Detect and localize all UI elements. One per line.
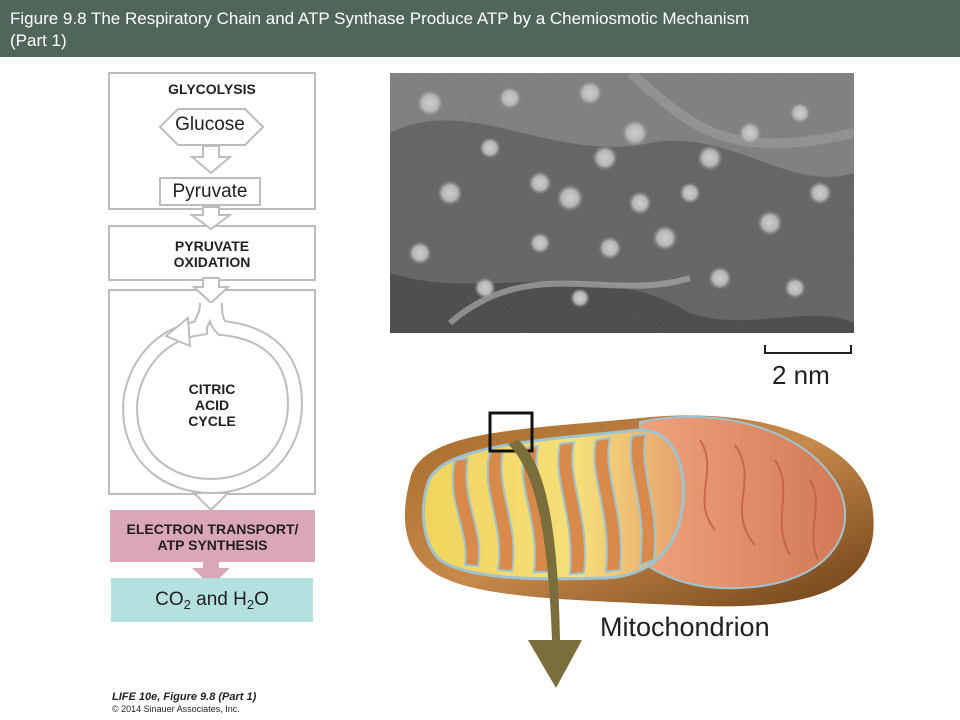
glucose-hexagon (158, 108, 265, 146)
electron-transport-box (110, 510, 315, 562)
credit-title: LIFE 10e, Figure 9.8 (Part 1) (112, 691, 257, 703)
scale-bar (764, 345, 852, 354)
glucose-node: Glucose (155, 108, 265, 146)
micrograph-image (390, 73, 854, 333)
glucose-label: Glucose (175, 114, 245, 135)
title-bar: Figure 9.8 The Respiratory Chain and ATP… (0, 0, 960, 57)
arrow-glucose-pyruvate (189, 145, 233, 175)
figure-credit: LIFE 10e, Figure 9.8 (Part 1) © 2014 Sin… (112, 691, 256, 715)
arrow-glycolysis-oxidation (188, 206, 234, 231)
pyruvate-box: Pyruvate (159, 177, 261, 206)
products-label: CO2 and H2O (155, 589, 269, 612)
inset-square (488, 411, 534, 453)
electron-transport-label: ELECTRON TRANSPORT/ ATP SYNTHESIS (126, 521, 299, 553)
glycolysis-label: GLYCOLYSIS (168, 81, 256, 97)
pyruvate-oxidation-label: PYRUVATE OXIDATION (173, 238, 251, 270)
arrow-oxidation-cycle (191, 277, 231, 305)
citric-cycle-ring (121, 302, 304, 495)
electron-micrograph (390, 73, 854, 333)
citric-acid-cycle-label: CITRIC ACID CYCLE (188, 381, 236, 429)
credit-copyright: © 2014 Sinauer Associates, Inc. (112, 704, 240, 714)
products-box: CO2 and H2O (111, 578, 313, 622)
flow-arrows (188, 145, 234, 512)
scale-bar-label: 2 nm (772, 360, 830, 390)
mitochondrion-label: Mitochondrion (600, 612, 770, 642)
pyruvate-label: Pyruvate (172, 181, 248, 202)
arrow-transport-products (192, 560, 230, 586)
figure-title: Figure 9.8 The Respiratory Chain and ATP… (10, 9, 750, 50)
